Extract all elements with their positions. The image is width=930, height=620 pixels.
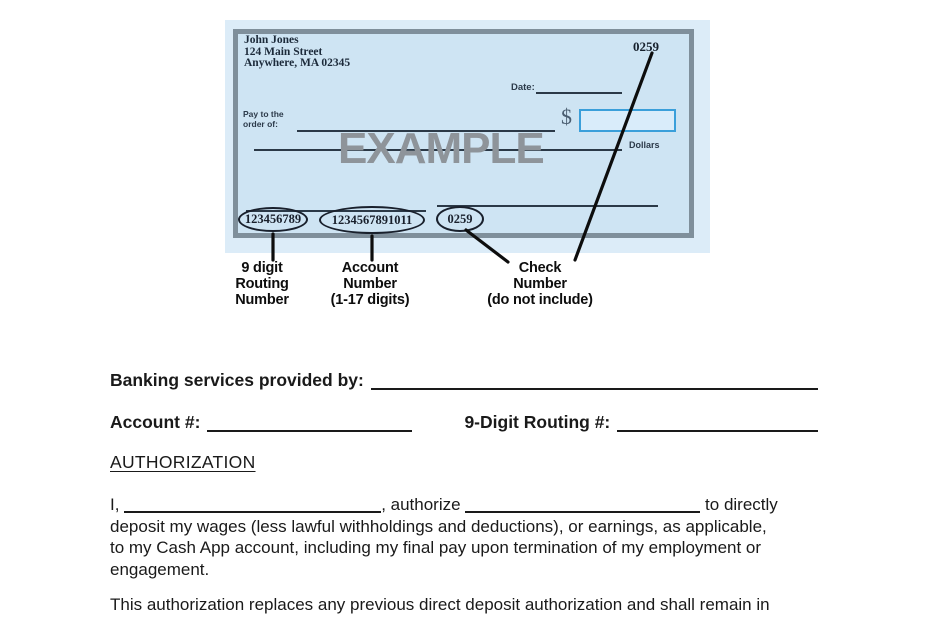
routing-number-oval: 123456789 — [238, 207, 308, 232]
account-number: 1234567891011 — [331, 212, 413, 227]
signature-line — [437, 196, 658, 207]
account-number-oval: 1234567891011 — [319, 206, 425, 234]
check-number-top: 0259 — [633, 39, 659, 54]
banking-services-blank — [370, 368, 818, 390]
paragraph-line-4: engagement. — [110, 559, 210, 579]
check-number-callout: Check Number (do not include) — [487, 260, 593, 308]
replacement-paragraph: This authorization replaces any previous… — [110, 595, 770, 614]
date-label: Date: — [511, 82, 535, 93]
pay-to-label: Pay to the order of: — [243, 109, 284, 129]
banking-services-row: Banking services provided by: — [110, 368, 818, 391]
account-number-blank — [207, 410, 413, 432]
name-blank — [124, 497, 382, 513]
i-prefix: I, — [110, 495, 120, 514]
account-number-callout: Account Number (1-17 digits) — [330, 260, 410, 308]
pay-to-line — [297, 121, 555, 132]
payer-name: John Jones — [244, 34, 299, 46]
payer-address-line2: Anywhere, MA 02345 — [244, 57, 351, 69]
authorization-paragraph: I, , authorize to directly deposit my wa… — [110, 494, 818, 580]
check-number-oval: 0259 — [436, 206, 484, 232]
dollar-sign: $ — [561, 104, 572, 129]
authorization-heading-row: AUTHORIZATION — [110, 452, 818, 474]
routing-number-callout: 9 digit Routing Number — [235, 260, 289, 308]
to-directly-text: to directly — [705, 495, 778, 514]
check-number-bottom: 0259 — [447, 211, 473, 226]
form-text: Banking services provided by: Account #:… — [110, 0, 818, 620]
account-routing-row: Account #: 9-Digit Routing #: — [110, 410, 818, 433]
amount-words-line — [254, 140, 622, 151]
banking-services-label: Banking services provided by: — [110, 369, 364, 390]
paragraph-line-2: deposit my wages (less lawful withholdin… — [110, 516, 767, 536]
routing-number: 123456789 — [244, 212, 302, 226]
routing-number-blank — [617, 410, 818, 432]
paragraph-line-1: I, , authorize to directly — [110, 494, 818, 516]
authorization-heading: AUTHORIZATION — [110, 452, 256, 472]
employer-blank — [465, 497, 701, 513]
example-watermark: EXAMPLE — [338, 124, 545, 173]
payer-address-block: John Jones 124 Main Street Anywhere, MA … — [244, 34, 351, 70]
account-number-label: Account #: — [110, 411, 201, 432]
check-example-figure: John Jones 124 Main Street Anywhere, MA … — [225, 20, 710, 308]
routing-number-label: 9-Digit Routing #: — [464, 411, 611, 432]
paragraph-line-3: to my Cash App account, including my fin… — [110, 538, 762, 557]
payer-address-line1: 124 Main Street — [244, 45, 323, 58]
authorize-text: , authorize — [381, 495, 461, 514]
